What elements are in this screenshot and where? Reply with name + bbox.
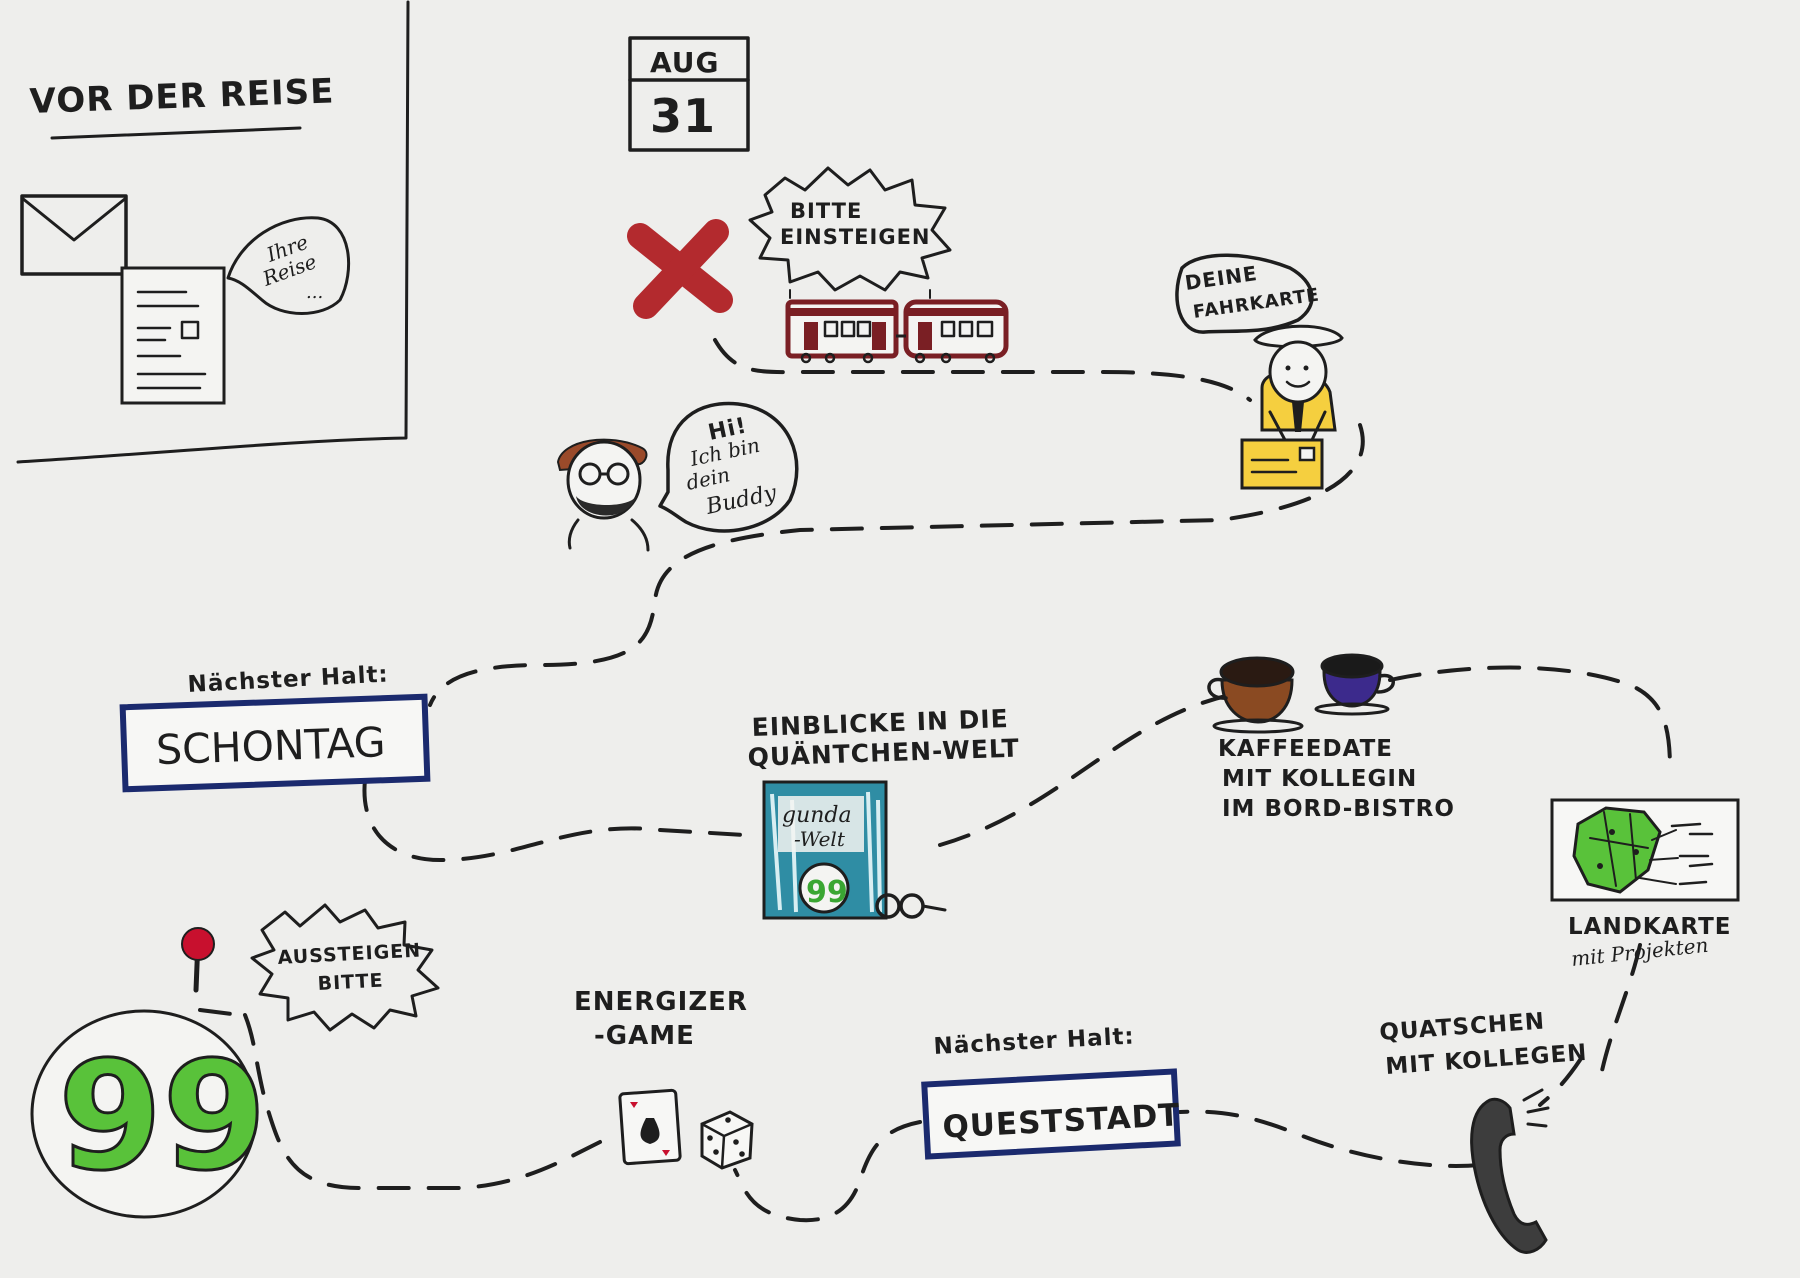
svg-text:ENERGIZER: ENERGIZER: [574, 987, 748, 1017]
glasses-icon: [875, 893, 947, 919]
bitte-einsteigen-bubble: BITTE EINSTEIGEN: [748, 166, 952, 292]
coffee-cup-icon: [1207, 656, 1304, 734]
envelope-icon: [20, 194, 128, 276]
ihre-reise-bubble: Ihre Reise ...: [226, 216, 351, 315]
svg-text:LANDKARTE: LANDKARTE: [1568, 914, 1732, 940]
calendar-day: 31: [650, 89, 716, 143]
book-icon: gunda -Welt 99: [762, 780, 888, 920]
calendar-month: AUG: [650, 46, 720, 79]
journey-route: [198, 338, 1672, 1223]
svg-text:99: 99: [58, 1030, 267, 1204]
calendar-icon: AUG 31: [628, 36, 750, 152]
book-badge: 99: [806, 875, 848, 910]
svg-text:MIT KOLLEGIN: MIT KOLLEGIN: [1222, 766, 1417, 792]
map-pin-icon: [181, 927, 215, 993]
playing-card-icon: [618, 1088, 682, 1166]
quantchen-logo: 99: [30, 1009, 268, 1219]
train-icon: [785, 289, 1009, 364]
kaffeedate-label: KAFFEEDATE MIT KOLLEGIN IM BORD-BISTRO: [1218, 736, 1455, 822]
map-board-icon: [1550, 798, 1740, 902]
phone-icon: [1470, 1088, 1550, 1254]
svg-text:...: ...: [306, 282, 323, 303]
svg-text:BITTE: BITTE: [790, 199, 862, 223]
svg-text:-GAME: -GAME: [594, 1021, 695, 1051]
svg-text:EINSTEIGEN: EINSTEIGEN: [780, 225, 931, 249]
red-cross-icon: [627, 219, 733, 319]
svg-text:gunda: gunda: [782, 803, 852, 828]
station-sign-queststadt: Nächster Halt: QUESTSTADT: [921, 1023, 1181, 1160]
letter-icon: [120, 266, 226, 405]
purple-cup-icon: [1314, 653, 1395, 716]
svg-text:-Welt: -Welt: [794, 827, 846, 851]
einblicke-label: EINBLICKE IN DIE QUÄNTCHEN-WELT: [747, 704, 1020, 772]
aussteigen-bubble: AUSSTEIGEN BITTE: [250, 903, 440, 1032]
ticket-icon: [1240, 438, 1324, 490]
svg-text:IM BORD-BISTRO: IM BORD-BISTRO: [1222, 796, 1455, 822]
dice-icon: [700, 1110, 754, 1170]
svg-text:KAFFEEDATE: KAFFEEDATE: [1218, 736, 1393, 762]
svg-text:BITTE: BITTE: [317, 970, 384, 995]
conductor-figure: [1253, 324, 1344, 442]
energizer-label: ENERGIZER -GAME: [574, 987, 748, 1051]
stop1-name: SCHONTAG: [155, 718, 386, 774]
buddy-figure: [556, 438, 650, 552]
